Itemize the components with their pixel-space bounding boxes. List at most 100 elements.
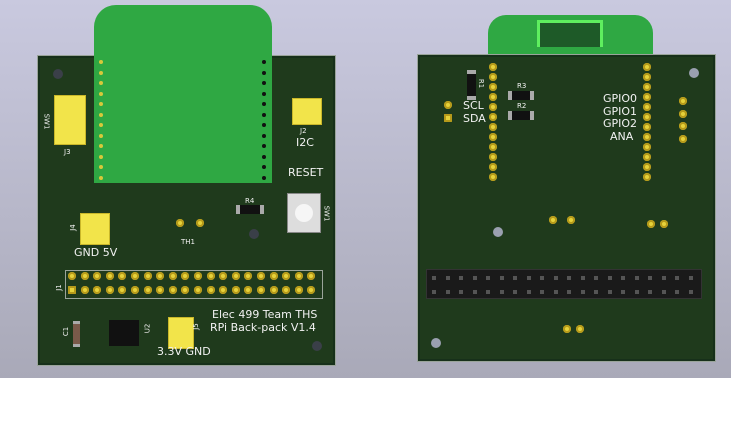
label-j3: J3	[64, 148, 71, 156]
header-pin	[231, 272, 240, 280]
antenna-trace	[537, 20, 603, 47]
side-pad	[679, 97, 687, 105]
mount-hole	[53, 69, 63, 79]
header-pin-socket	[499, 290, 504, 294]
module-pin	[489, 173, 497, 181]
module-pin	[262, 70, 266, 75]
header-pin-socket	[634, 290, 639, 294]
side-pad	[679, 134, 687, 143]
module-pin	[262, 112, 266, 117]
header-pin-socket	[445, 290, 450, 294]
module-pin	[489, 73, 497, 81]
label-th1: TH1	[181, 238, 195, 246]
header-pin	[206, 272, 215, 280]
header-pin-socket	[486, 276, 490, 280]
header-pin	[156, 272, 165, 280]
module-pin	[262, 175, 266, 180]
header-pin-socket	[513, 290, 517, 294]
module-pin	[262, 154, 266, 159]
via-pad	[563, 325, 571, 333]
header-pin-socket	[621, 290, 625, 294]
module-pin	[489, 133, 497, 141]
module-pin	[489, 103, 497, 111]
header-pin	[68, 286, 76, 294]
header-pin	[294, 272, 303, 280]
header-pin-socket	[648, 290, 652, 294]
header-pin	[294, 286, 303, 294]
module-pin	[643, 173, 651, 181]
header-pin	[307, 272, 316, 280]
module-pin	[99, 112, 103, 117]
connector-j5	[168, 317, 194, 349]
module-pin	[643, 103, 651, 111]
header-pin	[156, 286, 165, 294]
module-pin	[99, 123, 103, 127]
header-pin	[168, 286, 177, 294]
resistor-r1	[467, 70, 476, 100]
board-title-line2: RPi Back-pack V1.4	[210, 321, 316, 334]
via-pad	[549, 216, 557, 224]
module-pin	[643, 163, 651, 171]
module-pin	[262, 81, 266, 85]
header-pin-socket	[621, 276, 625, 280]
label-j1: J1	[54, 284, 63, 291]
header-pin-socket	[553, 290, 558, 294]
header-pin-socket	[499, 276, 504, 280]
module-pin	[99, 175, 103, 180]
label-scl: SCL	[463, 99, 484, 112]
header-pin	[282, 286, 291, 294]
label-i2c: I2C	[296, 136, 314, 149]
module-pin	[643, 93, 651, 101]
module-pin	[262, 144, 266, 148]
header-pin-socket	[648, 276, 652, 280]
header-pin	[80, 286, 89, 294]
header-pin-socket	[607, 290, 612, 294]
module-pin	[643, 113, 651, 121]
capacitor-c1	[73, 321, 80, 347]
mount-hole	[312, 341, 322, 351]
header-pin-socket	[594, 276, 598, 280]
label-reset: RESET	[288, 166, 324, 179]
label-gpio0: GPIO0	[603, 92, 638, 105]
gpio-header-j1	[65, 270, 323, 299]
header-pin-socket	[472, 290, 477, 294]
label-j4: J4	[68, 224, 77, 231]
header-pin	[257, 272, 265, 280]
label-r2: R2	[517, 102, 527, 110]
module-pin	[643, 143, 651, 151]
mount-hole	[493, 227, 503, 237]
resistor-r2	[508, 111, 534, 120]
header-pin	[257, 286, 265, 294]
header-pin-socket	[688, 290, 693, 294]
header-pin-socket	[607, 276, 612, 280]
reset-button[interactable]	[287, 193, 321, 233]
header-pin-socket	[513, 276, 517, 280]
module-pin	[262, 165, 266, 169]
header-pin-socket	[540, 276, 544, 280]
label-j5: J5	[191, 323, 200, 330]
header-pin	[168, 272, 177, 280]
connector-j2	[292, 98, 322, 125]
module-pin	[489, 83, 497, 91]
resistor-r3	[508, 91, 534, 100]
header-pin	[181, 272, 190, 280]
header-pin-socket	[459, 276, 463, 280]
module-pin	[99, 133, 103, 138]
button-cap	[295, 204, 313, 222]
module-pin	[262, 60, 266, 64]
header-pin	[181, 286, 190, 294]
label-c1: C1	[62, 326, 71, 337]
label-u2: U2	[143, 323, 152, 334]
header-pin-socket	[526, 276, 531, 280]
gpio-header-back	[426, 269, 702, 299]
header-pin	[194, 272, 202, 280]
wifi-module	[94, 5, 272, 183]
header-pin-socket	[675, 276, 679, 280]
label-r1: R1	[477, 78, 486, 89]
module-pin	[262, 123, 266, 127]
side-pad	[679, 122, 687, 130]
header-pin	[143, 286, 152, 294]
header-pin-socket	[432, 290, 436, 294]
header-pin	[93, 286, 102, 294]
module-pin	[489, 63, 497, 71]
